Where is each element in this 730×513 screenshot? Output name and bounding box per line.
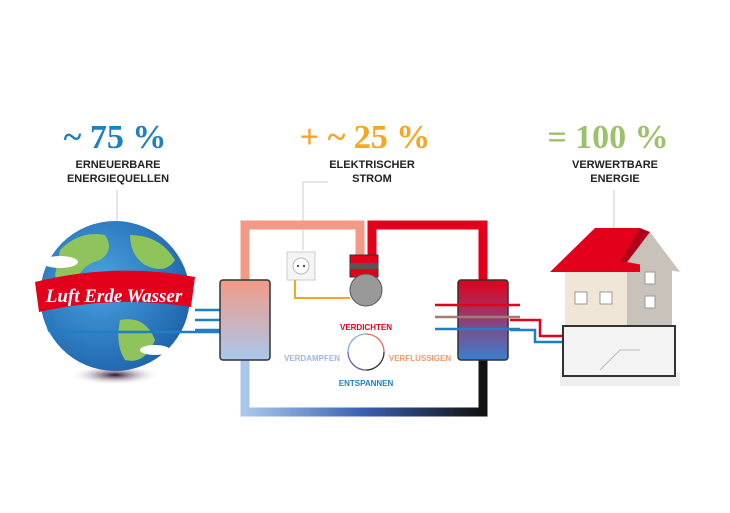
- renewable-label-2: ENERGIEQUELLEN: [67, 173, 169, 185]
- power-socket-icon: [286, 251, 316, 281]
- renewable-percent: ~ 75 %: [64, 119, 167, 156]
- house-icon: [550, 228, 680, 386]
- electric-label-1: ELEKTRISCHER: [329, 159, 415, 171]
- banner: [35, 270, 195, 312]
- electric-percent: + ~ 25 %: [300, 119, 431, 156]
- cycle-condense: VERFLÜSSIGEN: [389, 354, 451, 363]
- globe-icon: Luft Erde Wasser: [35, 221, 195, 385]
- cycle-arrows-icon: [347, 333, 385, 371]
- banner-text: Luft Erde Wasser: [45, 286, 183, 307]
- compressor-icon: [349, 254, 383, 307]
- power-wire: [294, 280, 350, 299]
- heating-pipes: [435, 303, 570, 344]
- hot-gas-pipe: [367, 220, 488, 285]
- liquid-pipe: [240, 360, 488, 417]
- renewable-label-1: ERNEUERBARE: [76, 159, 161, 171]
- electric-label-2: STROM: [352, 173, 392, 185]
- cycle-compress: VERDICHTEN: [340, 323, 392, 332]
- usable-label-2: ENERGIE: [590, 173, 640, 185]
- usable-percent: = 100 %: [547, 119, 668, 156]
- condenser: [457, 279, 509, 361]
- pointer-line: [302, 181, 328, 250]
- cycle-evaporate: VERDAMPFEN: [284, 354, 340, 363]
- cycle-expand: ENTSPANNEN: [339, 379, 394, 388]
- suction-pipe: [240, 220, 365, 280]
- usable-label-1: VERWERTBARE: [572, 159, 658, 171]
- evaporator: [219, 279, 271, 361]
